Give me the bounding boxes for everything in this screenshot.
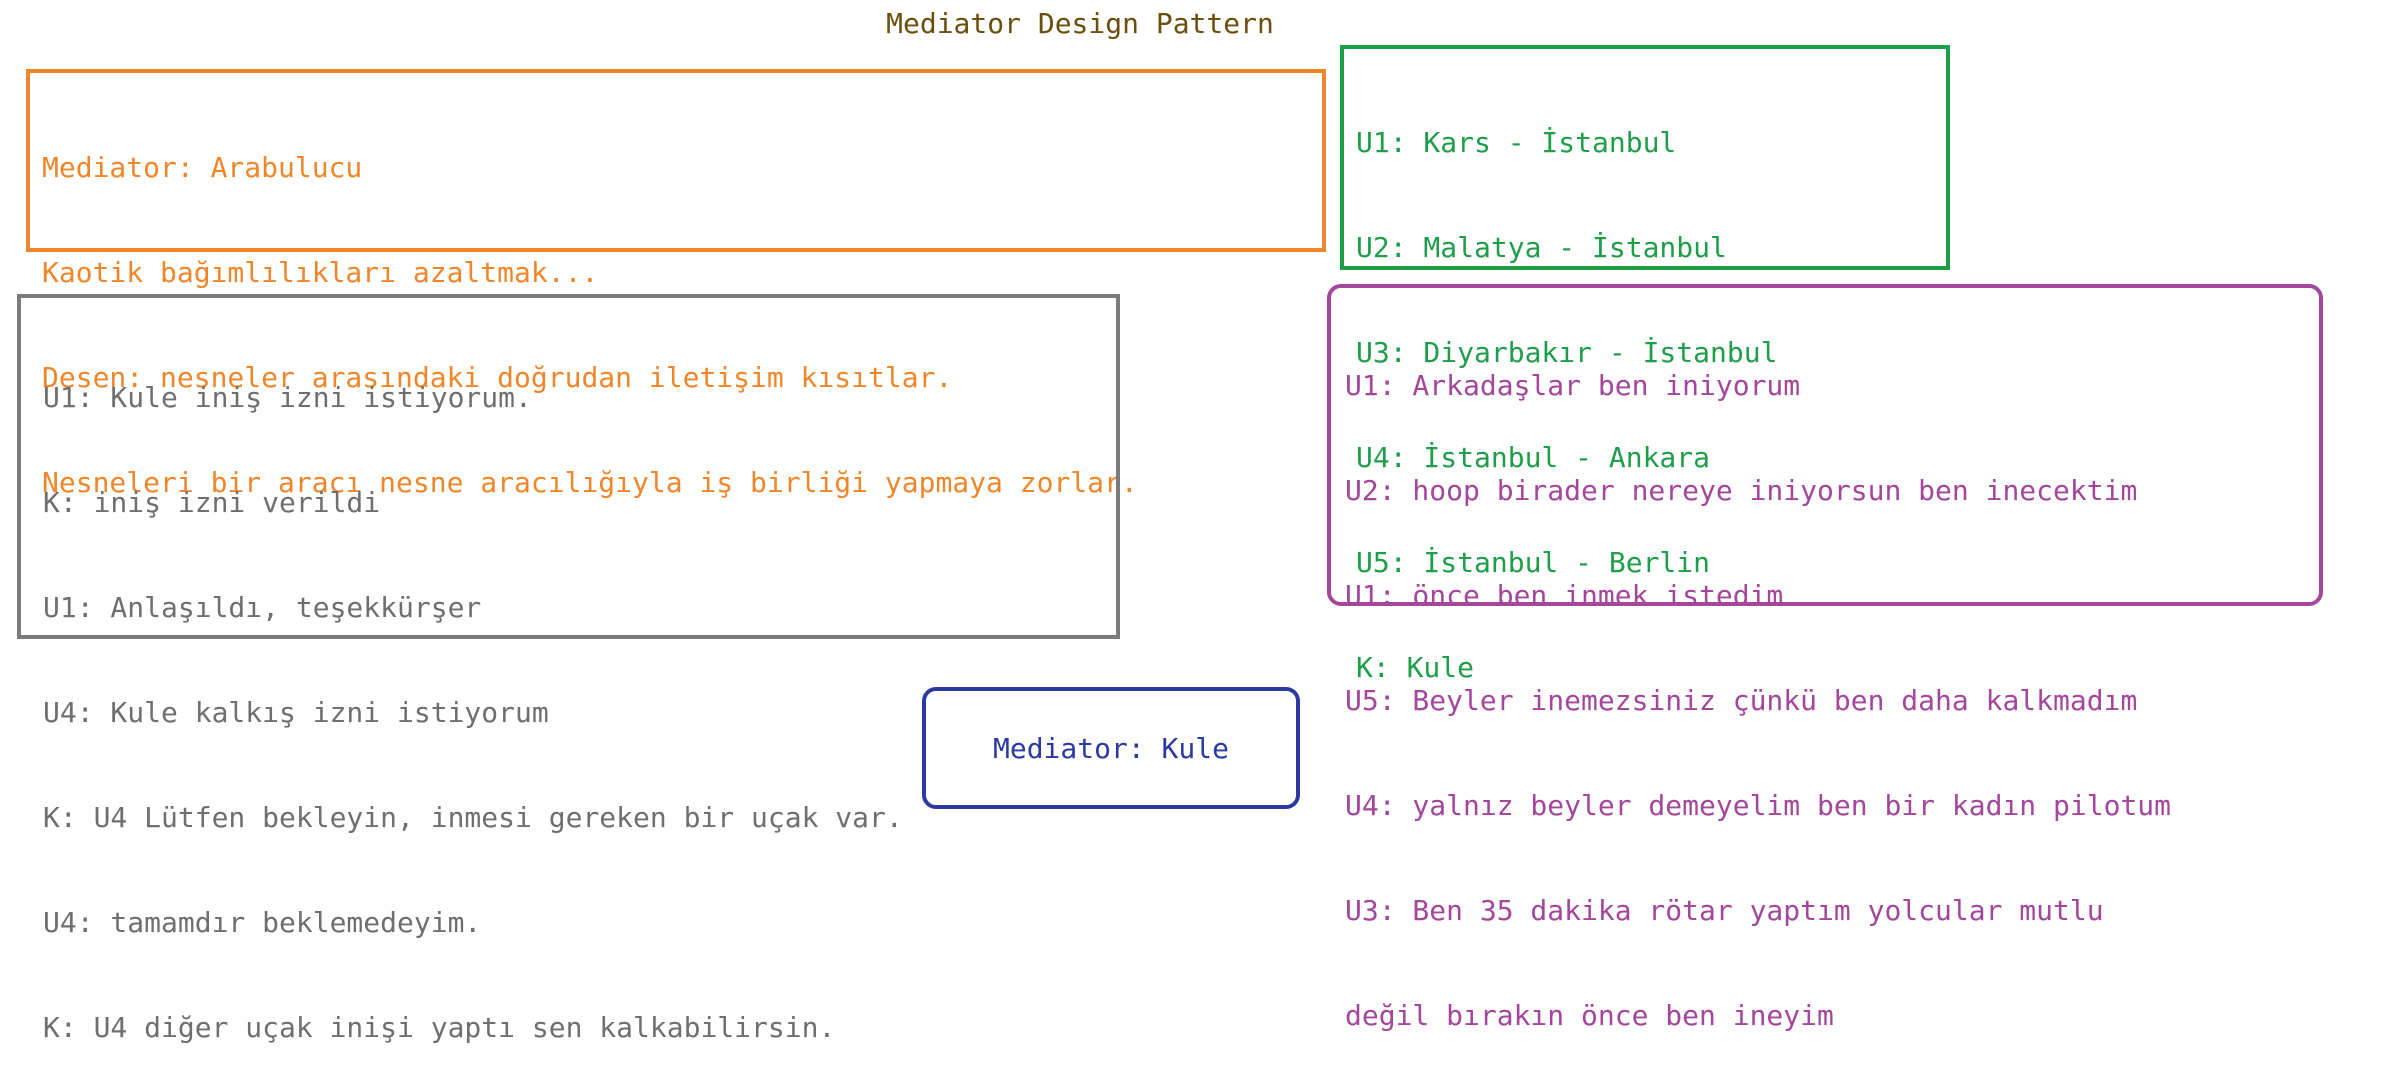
- flights-box: U1: Kars - İstanbul U2: Malatya - İstanb…: [1340, 45, 1950, 684]
- flight-line: U3: Diyarbakır - İstanbul: [1356, 336, 1778, 369]
- mediator-label: Mediator: Kule: [992, 731, 1229, 765]
- dialogue-line: U2: hoop birader nereye iniyorsun ben in…: [1345, 474, 2138, 507]
- definition-line: Desen: nesneler arasındaki doğrudan ilet…: [42, 361, 953, 394]
- dialogue-line: değil bırakın önce ben ineyim: [1345, 999, 1834, 1032]
- dialogue-line: U1: önce ben inmek istedim: [1345, 579, 1784, 612]
- dialogue-line: U4: yalnız beyler demeyelim ben bir kadı…: [1345, 789, 2172, 822]
- definition-line: Kaotik bağımlılıkları azaltmak...: [42, 256, 599, 289]
- mediator-box: Mediator: Kule: [922, 687, 1300, 809]
- dialogue-line: U5: Beyler inemezsiniz çünkü ben daha ka…: [1345, 684, 2138, 717]
- dialogue-line: U4: tamamdır beklemedeyim.: [43, 906, 482, 939]
- dialogue-line: U1: Anlaşıldı, teşekkürşer: [43, 591, 482, 624]
- dialogue-line: U3: Ben 35 dakika rötar yaptım yolcular …: [1345, 894, 2104, 927]
- dialogue-line: U1: Kule iniş izni istiyorum.: [43, 381, 532, 414]
- dialogue-line: K: U4 Lütfen bekleyin, inmesi gereken bi…: [43, 801, 903, 834]
- dialogue-line: K: U4 diğer uçak inişi yaptı sen kalkabi…: [43, 1011, 836, 1044]
- flight-line: K: Kule: [1356, 651, 1475, 684]
- definition-line: Mediator: Arabulucu: [42, 151, 363, 184]
- dialogue-line: K: iniş izni verildi: [43, 486, 381, 519]
- flight-line: U1: Kars - İstanbul: [1356, 126, 1677, 159]
- flight-line: U4: İstanbul - Ankara: [1356, 441, 1711, 474]
- dialogue-line: U1: Arkadaşlar ben iniyorum: [1345, 369, 1801, 402]
- tower-dialogue-box: U1: Kule iniş izni istiyorum. K: iniş iz…: [17, 294, 1120, 1044]
- page-title: Mediator Design Pattern: [886, 7, 1274, 40]
- definition-box: Mediator: Arabulucu Kaotik bağımlılıklar…: [26, 69, 1326, 499]
- dialogue-line: U4: Kule kalkış izni istiyorum: [43, 696, 549, 729]
- flight-line: U5: İstanbul - Berlin: [1356, 546, 1711, 579]
- flight-line: U2: Malatya - İstanbul: [1356, 231, 1727, 264]
- chaos-dialogue-box: U1: Arkadaşlar ben iniyorum U2: hoop bir…: [1327, 284, 2323, 1032]
